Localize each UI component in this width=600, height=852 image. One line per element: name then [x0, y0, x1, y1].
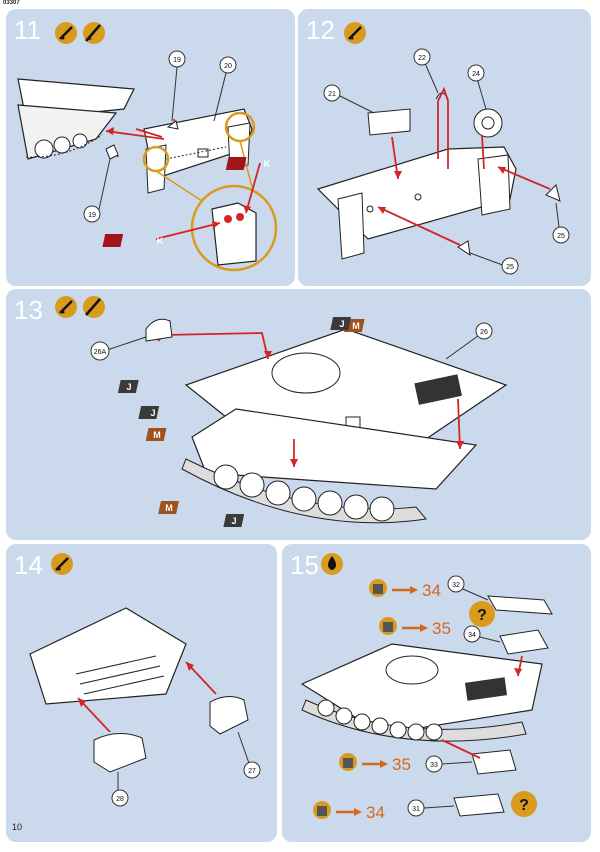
part-label: 27 — [248, 768, 256, 775]
part-26a-drawing — [145, 318, 173, 342]
part-32-drawing — [487, 595, 553, 615]
tag-label: K — [157, 236, 164, 246]
part-label: 32 — [452, 582, 460, 589]
part-33-drawing — [471, 749, 517, 775]
glue-icon — [55, 296, 77, 318]
step-number: 15 — [290, 550, 319, 580]
paint-callout — [369, 579, 418, 597]
part-label: 34 — [468, 632, 476, 639]
optional-mark: ? — [519, 797, 529, 814]
part-28-drawing — [93, 733, 147, 773]
glue-icon — [344, 22, 366, 44]
step-13-diagram: 26A 26 J M J J M M J — [55, 296, 508, 527]
part-label: 22 — [418, 55, 426, 62]
part-label: 19 — [88, 212, 96, 219]
part-label: 26A — [94, 349, 107, 356]
step-15-diagram: 32 34 33 31 34 35 35 34 ? ? — [300, 553, 553, 822]
tag-label: J — [339, 319, 344, 329]
step-14-diagram: 27 28 — [29, 553, 261, 807]
hull-front-drawing — [29, 607, 187, 705]
paint-ref: 34 — [422, 581, 441, 600]
page-number: 10 — [12, 822, 23, 832]
step-15-panel: 15 — [282, 544, 591, 842]
optional-icon — [469, 601, 495, 627]
optional-mark: ? — [477, 607, 487, 624]
part-label: 24 — [472, 71, 480, 78]
step-11-panel: 11 — [6, 9, 295, 286]
step-11-diagram: 19 20 19 K K — [17, 22, 278, 272]
tag-label: J — [150, 408, 155, 418]
step-number: 13 — [14, 295, 43, 325]
rear-plate-drawing — [143, 108, 253, 194]
hull-rear-drawing — [17, 78, 135, 160]
tag-k — [225, 157, 247, 170]
part-label: 21 — [328, 91, 336, 98]
brush-icon — [83, 296, 105, 318]
paint-ref: 34 — [366, 803, 385, 822]
glue-icon — [55, 22, 77, 44]
tag-k — [102, 234, 124, 247]
part-label: 19 — [173, 57, 181, 64]
part-label: 33 — [430, 762, 438, 769]
brush-icon — [83, 22, 105, 44]
tag-label: K — [264, 159, 271, 169]
paint-ref: 35 — [392, 755, 411, 774]
arrow — [105, 130, 165, 140]
glue-drop-icon — [321, 553, 343, 575]
step-number: 14 — [14, 550, 43, 580]
part-21-drawing — [367, 108, 411, 136]
kit-code: 03307 — [3, 0, 20, 6]
step-number: 11 — [14, 15, 41, 45]
tag-label: J — [126, 382, 131, 392]
paint-callout — [379, 617, 428, 635]
part-label: 25 — [506, 264, 514, 271]
step-13-panel: 13 — [6, 289, 591, 540]
paint-ref: 35 — [432, 619, 451, 638]
part-31-drawing — [453, 793, 505, 817]
tag-label: M — [165, 503, 173, 513]
paint-callout — [313, 801, 362, 819]
step-14-panel: 14 27 28 — [6, 544, 277, 842]
tag-label: M — [153, 430, 161, 440]
optional-icon — [511, 791, 537, 817]
tag-label: J — [231, 516, 236, 526]
step-12-diagram: 21 22 24 25 25 — [316, 22, 570, 275]
glue-icon — [51, 553, 73, 575]
tag-label: M — [352, 321, 360, 331]
part-34-drawing — [499, 629, 549, 655]
step-12-panel: 12 — [298, 9, 591, 286]
part-label: 28 — [116, 796, 124, 803]
part-label: 31 — [412, 806, 420, 813]
step-number: 12 — [306, 15, 335, 45]
part-label: 20 — [224, 63, 232, 70]
paint-callout — [339, 753, 388, 771]
part-27-drawing — [209, 696, 249, 735]
part-label: 26 — [480, 329, 488, 336]
part-label: 25 — [557, 233, 565, 240]
